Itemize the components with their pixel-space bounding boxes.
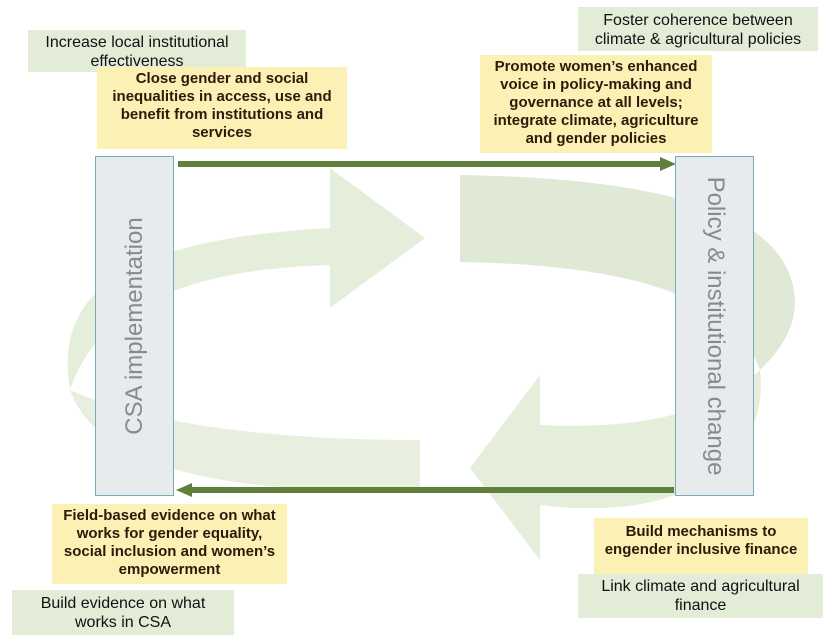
- policy-change-label: Policy & institutional change: [701, 176, 729, 476]
- policy-coherence-box: Foster coherence between climate & agric…: [578, 7, 818, 51]
- institutional-effectiveness-box: Increase local institutional effectivene…: [28, 30, 246, 72]
- climate-finance-box: Link climate and agricultural finance: [578, 574, 823, 618]
- csa-implementation-label: CSA implementation: [120, 217, 148, 435]
- policy-change-pillar: Policy & institutional change: [675, 156, 754, 496]
- field-evidence-box: Field-based evidence on what works for g…: [52, 504, 287, 584]
- arrow-to-policy: [178, 157, 676, 171]
- womens-voice-box: Promote women’s enhanced voice in policy…: [480, 55, 712, 153]
- inclusive-finance-box: Build mechanisms to engender inclusive f…: [594, 518, 808, 574]
- gender-inequalities-box: Close gender and social inequalities in …: [97, 67, 347, 149]
- csa-implementation-pillar: CSA implementation: [95, 156, 174, 496]
- evidence-csa-box: Build evidence on what works in CSA: [12, 590, 234, 635]
- arrow-to-csa: [176, 483, 674, 497]
